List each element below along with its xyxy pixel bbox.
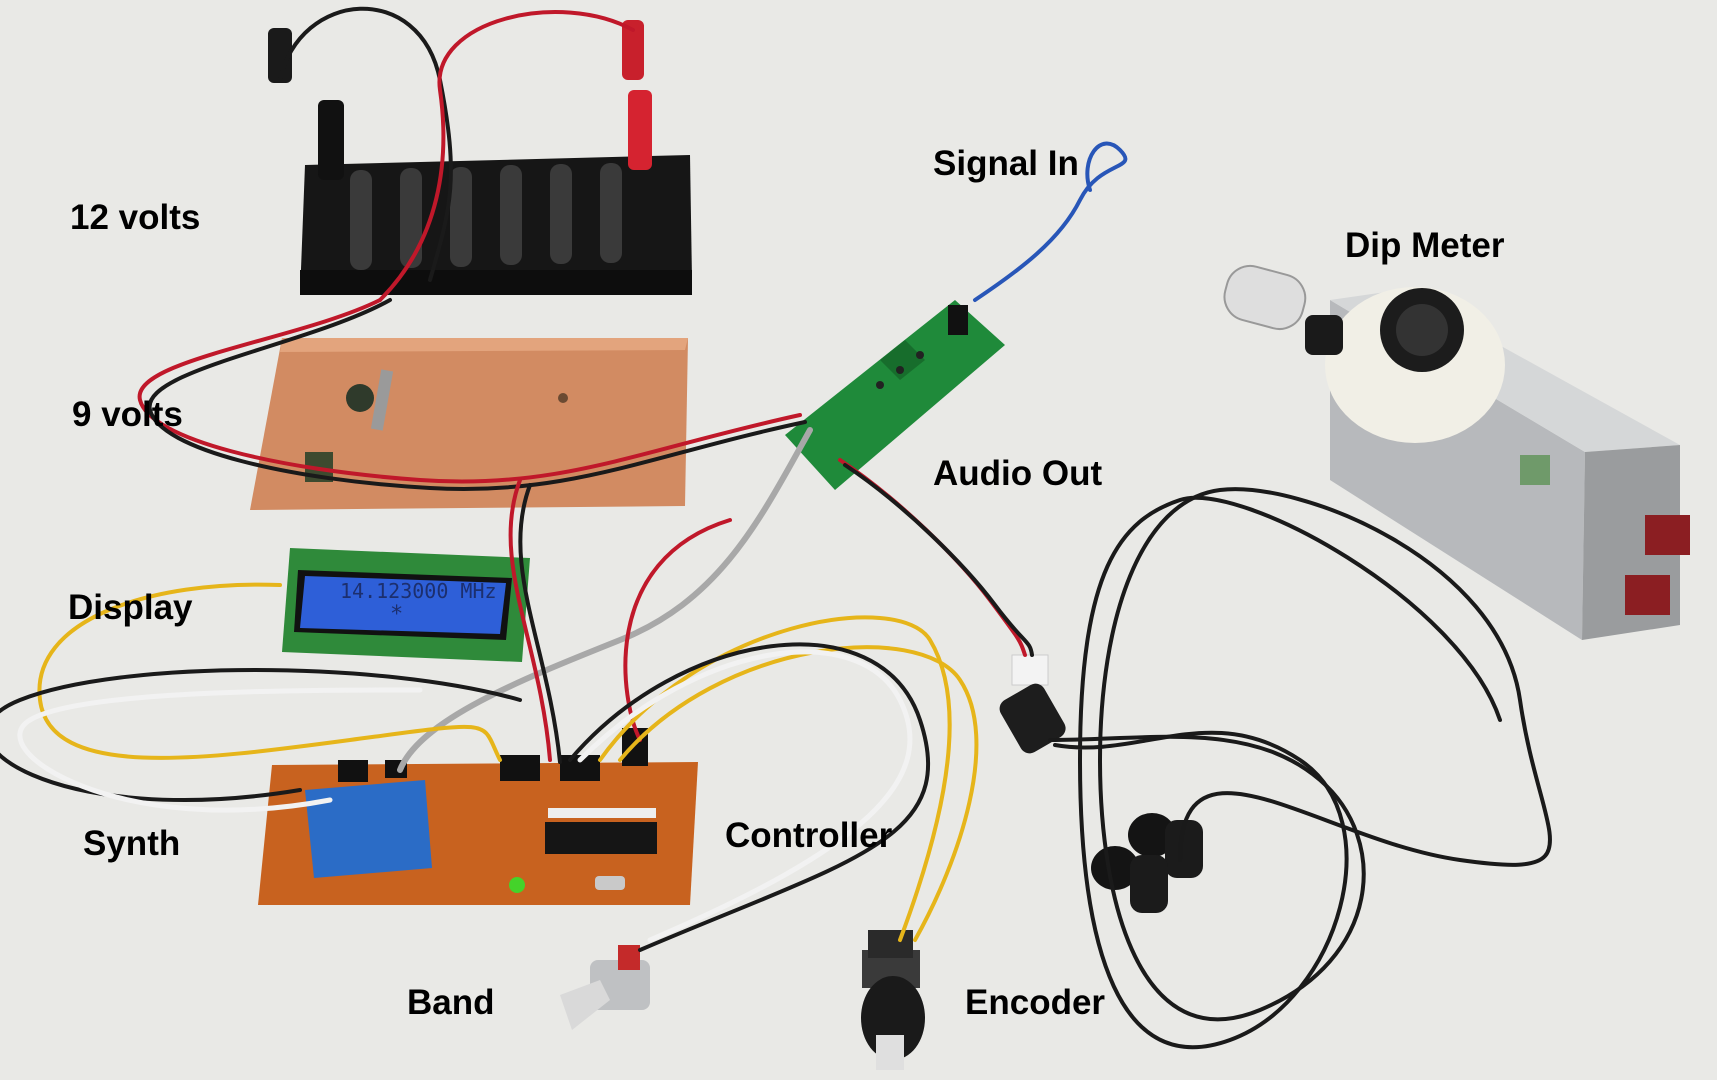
label-encoder: Encoder — [965, 983, 1106, 1022]
label-9-volts: 9 volts — [72, 395, 183, 434]
label-band: Band — [407, 983, 495, 1022]
black-terminal-post — [318, 100, 344, 180]
label-dip-meter: Dip Meter — [1345, 226, 1505, 265]
lcd-cursor-marker: * — [390, 602, 404, 627]
battery-holder — [268, 20, 692, 295]
audio-jack — [999, 654, 1066, 754]
label-audio-out: Audio Out — [933, 454, 1103, 493]
red-terminal-1 — [1645, 515, 1690, 555]
meter-window — [1520, 455, 1550, 485]
capacitor — [346, 384, 374, 412]
controller-perfboard — [258, 728, 698, 905]
black-banana-plug — [268, 28, 292, 83]
plug-in-coil — [1223, 264, 1307, 331]
synth-module — [305, 780, 432, 878]
lcd-screen — [300, 576, 506, 634]
green-led — [509, 877, 525, 893]
band-toggle-switch — [560, 945, 650, 1030]
label-signal-in: Signal In — [933, 144, 1079, 183]
microcontroller-chip — [545, 822, 657, 854]
red-banana-plug — [622, 20, 644, 80]
dip-meter — [1223, 264, 1690, 640]
label-synth: Synth — [83, 824, 181, 863]
earbuds — [1091, 813, 1203, 913]
copper-board-regulator — [250, 338, 688, 510]
red-terminal-post — [628, 90, 652, 170]
wiring — [0, 6, 1552, 1050]
label-controller: Controller — [725, 816, 893, 855]
label-display: Display — [68, 588, 193, 627]
lcd-display-module — [282, 548, 530, 662]
lcd-frequency-readout: 14.123000 MHz — [340, 579, 497, 603]
receiver-pcb — [785, 300, 1005, 490]
rotary-encoder — [861, 930, 925, 1070]
red-terminal-2 — [1625, 575, 1670, 615]
label-12-volts: 12 volts — [70, 198, 201, 237]
crystal — [595, 876, 625, 890]
